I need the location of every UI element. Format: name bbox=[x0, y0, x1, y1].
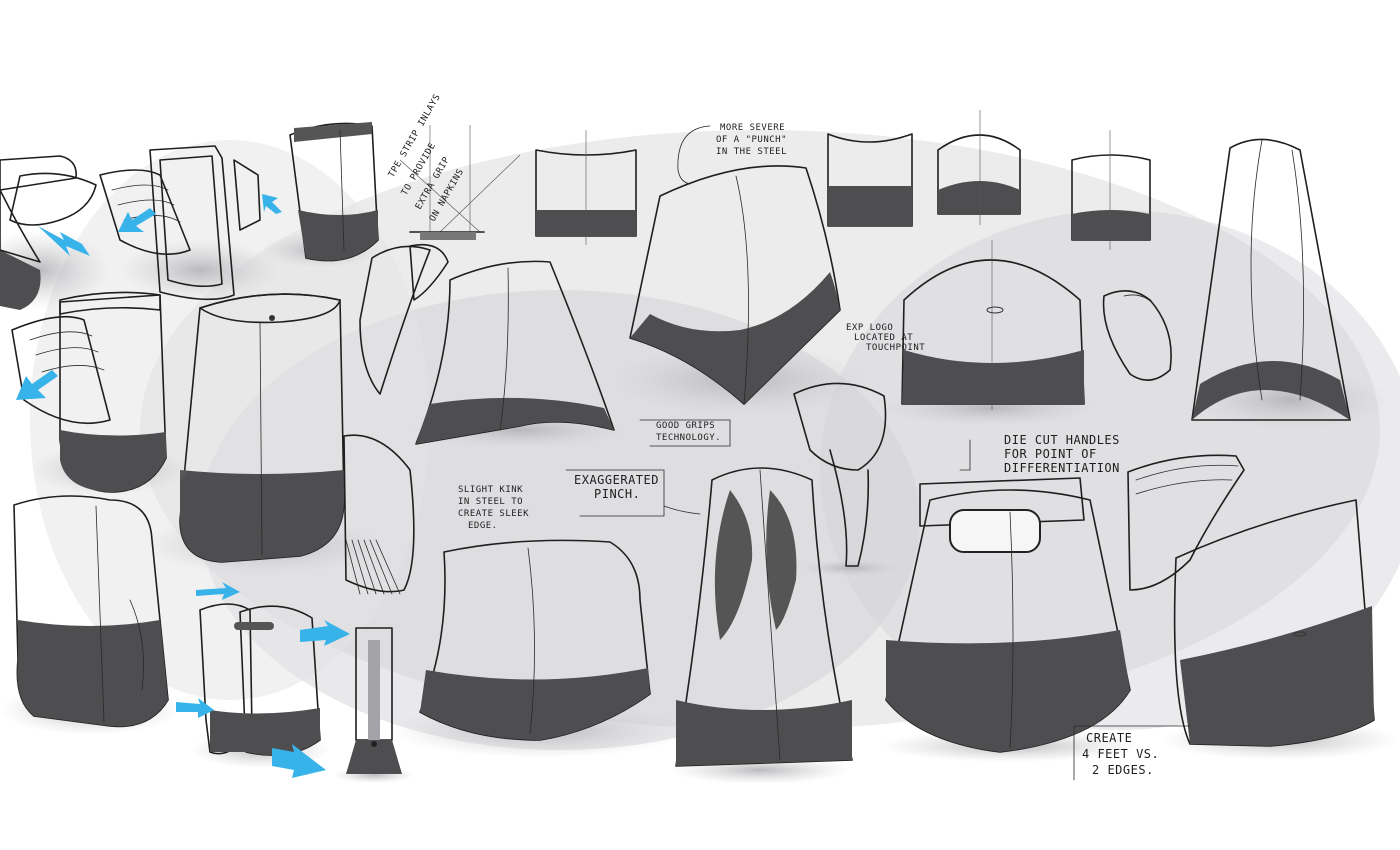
sketch-dispenser-handle bbox=[880, 477, 1140, 762]
sketch-profile-view-1 bbox=[535, 130, 637, 245]
svg-text:DIE CUT HANDLES: DIE CUT HANDLES bbox=[1004, 433, 1120, 447]
annotation-handles: DIE CUT HANDLES FOR POINT OF DIFFERENTIA… bbox=[959, 433, 1120, 475]
svg-text:PINCH.: PINCH. bbox=[594, 487, 640, 501]
arrow-blue-1 bbox=[38, 226, 90, 256]
svg-text:EDGE.: EDGE. bbox=[468, 521, 498, 531]
svg-text:GOOD GRIPS: GOOD GRIPS bbox=[656, 421, 715, 431]
sketch-dispenser-flat-panel bbox=[1160, 499, 1400, 760]
svg-text:CREATE SLEEK: CREATE SLEEK bbox=[458, 509, 529, 519]
sketch-dispenser-round-top bbox=[880, 240, 1100, 426]
svg-text:IN THE STEEL: IN THE STEEL bbox=[716, 147, 787, 157]
annotation-punch: MORE SEVERE OF A "PUNCH" IN THE STEEL bbox=[677, 123, 787, 185]
arrow-blue-8 bbox=[272, 744, 326, 778]
svg-text:TECHNOLOGY.: TECHNOLOGY. bbox=[656, 433, 721, 443]
svg-text:EXAGGERATED: EXAGGERATED bbox=[574, 473, 659, 487]
annotation-logo: EXP LOGO LOCATED AT TOUCHPOINT bbox=[846, 323, 925, 353]
sketch-dispenser-curved-left bbox=[0, 495, 180, 735]
sketch-dispenser-tilted-top bbox=[260, 122, 380, 268]
sketch-dispenser-open-book bbox=[11, 291, 190, 495]
svg-text:OF A "PUNCH": OF A "PUNCH" bbox=[716, 135, 787, 145]
sketch-hatched-profile bbox=[343, 434, 415, 595]
arrow-blue-2 bbox=[118, 208, 156, 232]
annotation-feet: CREATE 4 FEET VS. 2 EDGES. bbox=[1073, 725, 1191, 781]
annotation-pinch: EXAGGERATED PINCH. bbox=[565, 469, 701, 517]
sketch-tpe-strip-diagram bbox=[399, 125, 521, 240]
annotation-soft-grips: GOOD GRIPS TECHNOLOGY. bbox=[639, 419, 731, 447]
arrow-blue-6 bbox=[300, 620, 350, 646]
svg-text:SLIGHT KINK: SLIGHT KINK bbox=[458, 485, 523, 495]
sketch-dispenser-steel-box bbox=[142, 293, 382, 575]
sketch-dispenser-tall-tent bbox=[1190, 138, 1390, 430]
sketch-side-profile-small bbox=[359, 243, 449, 395]
svg-text:4 FEET VS.: 4 FEET VS. bbox=[1082, 747, 1159, 761]
annotation-kink: SLIGHT KINK IN STEEL TO CREATE SLEEK EDG… bbox=[458, 485, 529, 531]
sketch-dispenser-pinched bbox=[670, 467, 853, 784]
svg-text:EXP LOGO: EXP LOGO bbox=[846, 323, 893, 333]
svg-text:LOCATED AT: LOCATED AT bbox=[854, 333, 913, 343]
svg-text:CREATE: CREATE bbox=[1086, 731, 1132, 745]
sketch-dispenser-slim-tube bbox=[334, 627, 414, 783]
sketch-profile-view-2 bbox=[827, 133, 913, 227]
arrow-blue-5 bbox=[196, 582, 240, 600]
sketch-profile-view-4 bbox=[1071, 130, 1151, 250]
svg-text:2 EDGES.: 2 EDGES. bbox=[1092, 763, 1154, 777]
sketch-side-clip bbox=[1102, 290, 1172, 381]
sketch-dispenser-book-left bbox=[99, 145, 280, 301]
svg-text:FOR POINT OF: FOR POINT OF bbox=[1004, 447, 1097, 461]
sketch-dispenser-book-right bbox=[1127, 454, 1245, 591]
sketch-dispenser-curved-sheet bbox=[610, 165, 870, 415]
svg-text:MORE SEVERE: MORE SEVERE bbox=[720, 123, 785, 133]
sketch-dispenser-mushroom bbox=[793, 382, 900, 576]
svg-text:TOUCHPOINT: TOUCHPOINT bbox=[866, 343, 925, 353]
sketch-dispenser-wide-open bbox=[390, 539, 690, 758]
svg-text:DIFFERENTIATION: DIFFERENTIATION bbox=[1004, 461, 1120, 475]
arrow-blue-7 bbox=[176, 698, 214, 718]
sketch-profile-view-3 bbox=[937, 110, 1021, 225]
sketch-dispenser-curtain bbox=[410, 260, 630, 448]
arrow-blue-3 bbox=[262, 194, 282, 214]
arrow-blue-4 bbox=[16, 370, 58, 400]
svg-text:IN STEEL TO: IN STEEL TO bbox=[458, 497, 523, 507]
